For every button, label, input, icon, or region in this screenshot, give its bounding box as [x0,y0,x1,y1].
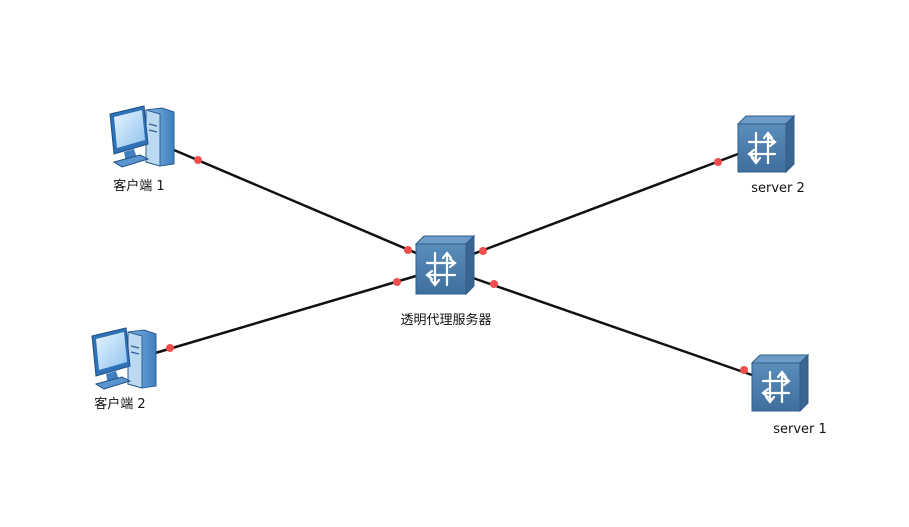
client2-node[interactable]: 客户端 2 [91,327,157,412]
port-dot[interactable] [714,158,722,166]
proxy-node[interactable]: 透明代理服务器 [400,234,492,328]
pc-icon [109,105,175,168]
port-dot[interactable] [194,156,202,164]
port-dot[interactable] [490,280,498,288]
client2-label: 客户端 2 [94,396,145,412]
port-dot[interactable] [740,366,748,374]
switch-icon [414,234,476,296]
server1-node[interactable]: server 1 [750,353,827,437]
port-dot[interactable] [404,246,412,254]
port-dot[interactable] [393,278,401,286]
server2-node[interactable]: server 2 [736,114,805,196]
client1-node[interactable]: 客户端 1 [109,105,175,194]
server2-label: server 2 [751,181,805,196]
link-proxy-server1[interactable] [472,276,753,377]
proxy-label: 透明代理服务器 [400,312,491,328]
link-proxy-server2[interactable] [472,152,739,256]
switch-icon [736,114,796,174]
pc-icon [91,327,157,390]
switch-icon [750,353,810,413]
port-dot[interactable] [479,247,487,255]
links [151,148,753,377]
link-client1-proxy[interactable] [173,148,417,255]
ports [166,156,748,374]
server1-label: server 1 [773,422,827,437]
port-dot[interactable] [166,344,174,352]
link-client2-proxy[interactable] [151,274,417,356]
client1-label: 客户端 1 [113,178,164,194]
